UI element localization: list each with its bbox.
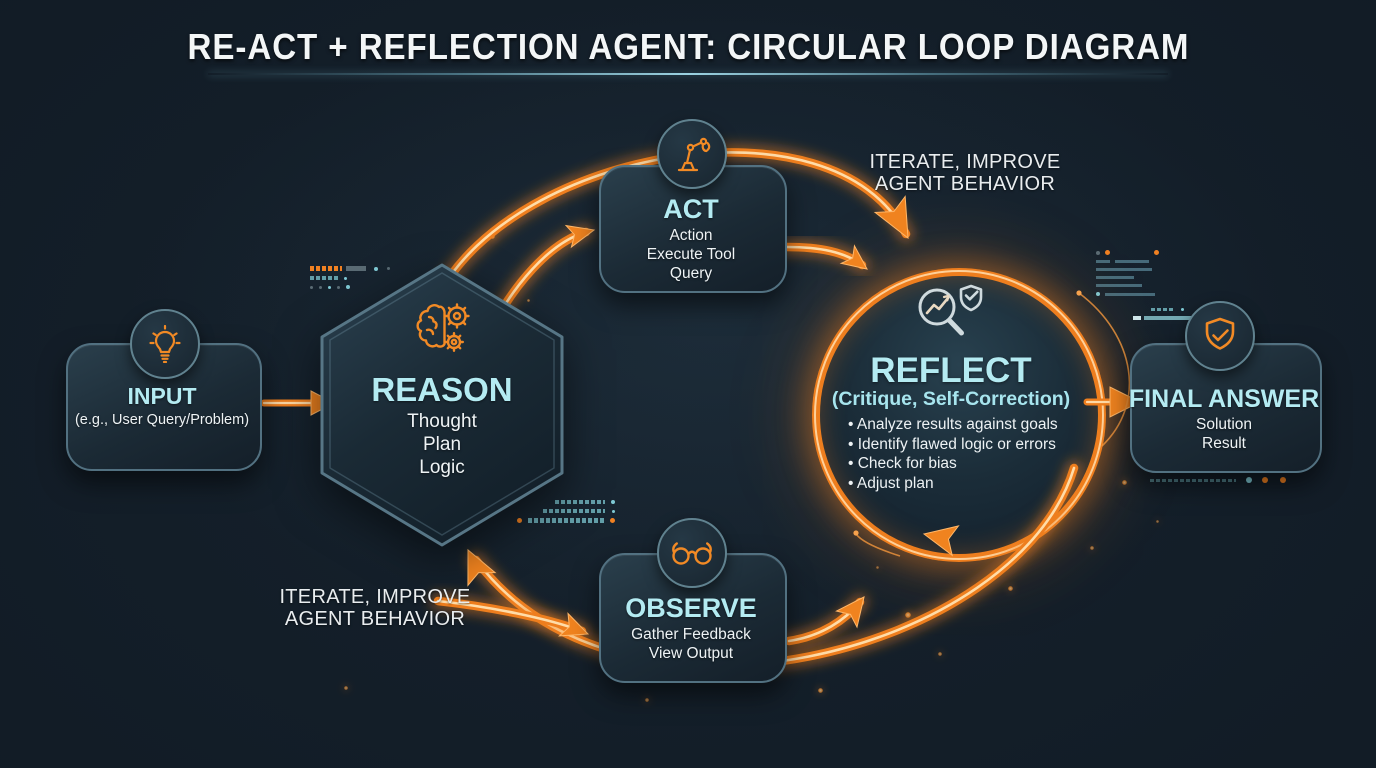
observe-lines: Gather Feedback View Output (599, 625, 783, 663)
reflect-sublabel: (Critique, Self-Correction) (831, 388, 1071, 410)
reflect-bullet: Adjust plan (848, 474, 1073, 494)
iterate-label-bottom: ITERATE, IMPROVE AGENT BEHAVIOR (263, 586, 487, 630)
reflect-bullet: Check for bias (848, 454, 1073, 474)
brain-gears-icon (416, 303, 470, 352)
act-line: Execute Tool (646, 246, 736, 263)
shield-check-icon (1205, 317, 1235, 350)
observe-badge (657, 518, 727, 588)
act-line: Action (669, 227, 713, 244)
observe-line: Gather Feedback (631, 626, 751, 643)
lightbulb-icon (149, 325, 181, 363)
magnifier-chart-shield-icon (918, 284, 983, 336)
iterate-label-top-line1: ITERATE, IMPROVE (869, 151, 1061, 173)
act-lines: Action Execute Tool Query (599, 226, 783, 283)
final-answer-title: FINAL ANSWER (1128, 385, 1320, 413)
deco-lines-final-bottom (1150, 477, 1286, 488)
arrow-observe-to-reflect (781, 594, 868, 649)
iterate-label-bottom-line2: AGENT BEHAVIOR (284, 608, 466, 630)
glasses-icon (672, 542, 712, 565)
input-sublabel: (e.g., User Query/Problem) (74, 412, 250, 428)
reflect-icon-wrap (903, 281, 995, 358)
input-title: INPUT (127, 383, 197, 409)
reflect-bullet: Analyze results against goals (848, 415, 1073, 435)
reason-lines: Thought Plan Logic (318, 410, 566, 479)
arrow-act-to-reflect (779, 239, 870, 273)
page-title: RE-ACT + REFLECTION AGENT: CIRCULAR LOOP… (187, 26, 1189, 67)
act-line: Query (669, 265, 713, 282)
observe-title: OBSERVE (625, 593, 757, 623)
reason-icon-wrap (410, 300, 472, 363)
final-answer-badge (1185, 301, 1255, 371)
observe-line: View Output (648, 645, 734, 662)
reflect-bullet: Identify flawed logic or errors (848, 435, 1073, 455)
reflect-bullet-list: Analyze results against goals Identify f… (848, 415, 1073, 493)
iterate-label-bottom-line1: ITERATE, IMPROVE (279, 586, 471, 608)
iterate-label-top-line2: AGENT BEHAVIOR (874, 173, 1056, 195)
deco-lines-reflect-right (1096, 250, 1166, 301)
final-answer-line: Solution (1195, 416, 1252, 433)
final-answer-lines: Solution Result (1130, 415, 1318, 453)
reason-title-text: REASON (371, 371, 513, 408)
reason-line: Thought (407, 411, 477, 432)
reflect-title: REFLECT (870, 351, 1032, 390)
deco-lines-reason-top (310, 266, 390, 294)
final-answer-line: Result (1202, 435, 1246, 452)
reason-line: Plan (422, 434, 462, 455)
robot-arm-icon (677, 137, 711, 172)
input-badge (130, 309, 200, 379)
act-badge (657, 119, 727, 189)
act-title: ACT (663, 194, 719, 224)
iterate-label-top: ITERATE, IMPROVE AGENT BEHAVIOR (853, 151, 1077, 195)
title-underline (208, 73, 1168, 75)
page-title-wrap: RE-ACT + REFLECTION AGENT: CIRCULAR LOOP… (0, 26, 1376, 68)
reason-line: Logic (419, 457, 465, 478)
